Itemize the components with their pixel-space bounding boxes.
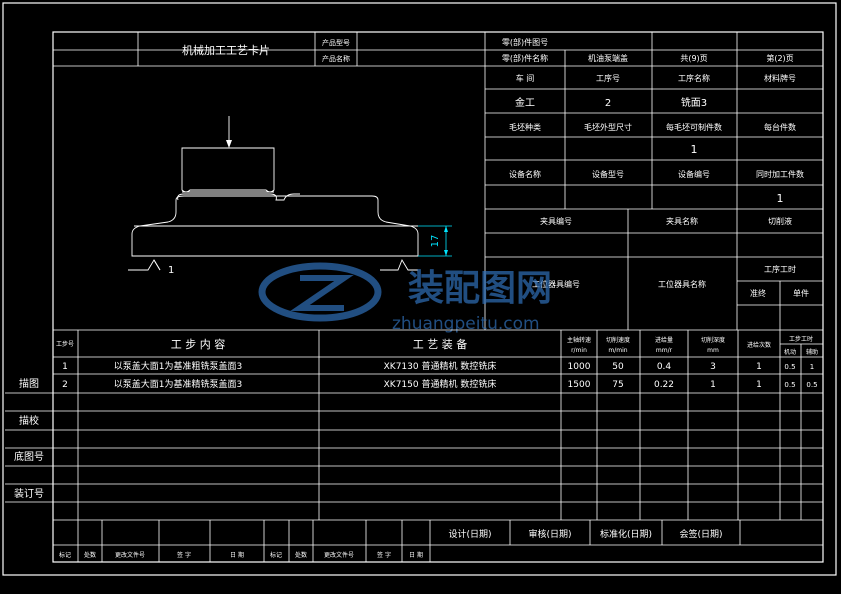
blank-size-label: 毛坯外型尺寸 [584,122,632,132]
cut-speed-unit: m/min [608,347,627,354]
parts-per-blank-value: 1 [691,143,698,156]
workshop-label: 车 间 [516,73,535,83]
footer-standard: 标准化(日期) [600,528,652,540]
step-passes: 1 [756,380,762,390]
footer-date: 日 期 [230,551,244,559]
coolant-label: 切削液 [768,216,792,226]
footer-review: 审核(日期) [528,528,571,540]
equip-name-label: 设备名称 [509,169,541,179]
workshop-value: 金工 [515,96,535,109]
prep-time-label: 准终 [750,288,766,298]
dimension-label: 17 [430,235,441,248]
unit-time-label: 单件 [793,288,809,298]
machine-time-header: 机动 [784,348,796,356]
step-equipment: XK7150 普通精机 数控铣床 [384,378,497,390]
step-passes: 1 [756,362,762,372]
footer-change-doc-2: 更改文件号 [324,551,354,559]
passes-header: 进给次数 [747,341,771,349]
step-equipment-header: 工 艺 装 备 [413,337,468,351]
product-name-label: 产品名称 [322,54,350,63]
step-speed: 1500 [568,380,591,390]
table-row: 2 以泵盖大面1为基准精铣泵盖面3 XK7150 普通精机 数控铣床 1500 … [62,378,817,390]
step-equipment: XK7130 普通精机 数控铣床 [384,360,497,372]
side-label-binding: 装订号 [14,487,44,500]
product-model-label: 产品型号 [322,38,350,47]
table-row: 1 以泵盖大面1为基准粗铣泵盖面3 XK7130 普通精机 数控铣床 1000 … [62,360,814,372]
side-label-check: 描校 [19,414,39,427]
total-pages: 共(9)页 [680,54,707,63]
fixture-no-label: 夹具编号 [540,216,572,226]
depth-unit: mm [707,347,719,354]
watermark-url: zhuangpeitu.com [392,314,540,334]
step-content-header: 工 步 内 容 [171,337,226,351]
equip-model-label: 设备型号 [592,169,624,179]
step-aux-time: 0.5 [806,381,817,389]
side-label-trace: 描图 [19,377,39,390]
step-feed: 0.4 [657,362,672,372]
footer-mark: 标记 [59,551,71,559]
watermark-brand: 装配图网 [408,268,552,309]
blank-type-label: 毛坯种类 [509,122,541,132]
step-cut-speed: 75 [612,380,623,390]
material-label: 材料牌号 [764,73,796,83]
aux-time-header: 辅助 [806,348,818,356]
simul-parts-value: 1 [777,192,784,205]
part-sketch: 17 1 [128,116,452,276]
step-machine-time: 0.5 [784,363,795,371]
watermark: 装配图网 zhuangpeitu.com [258,262,552,334]
op-no-label: 工序号 [596,73,620,83]
page-number: 第(2)页 [766,53,793,63]
step-aux-time: 1 [810,363,814,371]
step-no-header: 工步号 [56,340,74,348]
card-title: 机械加工工艺卡片 [182,43,270,57]
op-name-label: 工序名称 [678,73,710,83]
footer-design: 设计(日期) [448,528,491,540]
footer-change-doc: 更改文件号 [115,551,145,559]
part-name-label: 零(部)件名称 [502,53,548,63]
footer-sign: 会签(日期) [679,528,722,540]
step-machine-time: 0.5 [784,381,795,389]
op-time-label: 工序工时 [764,264,796,274]
inner-frame [52,31,824,563]
parts-per-blank-label: 每毛坯可制件数 [666,122,722,132]
step-content: 以泵盖大面1为基准精铣泵盖面3 [114,378,242,390]
part-name-value: 机油泵端盖 [588,53,628,63]
equip-no-label: 设备编号 [678,169,710,179]
speed-unit: r/min [571,347,587,354]
footer-date-2: 日 期 [409,551,423,559]
step-no: 2 [62,380,68,390]
step-content: 以泵盖大面1为基准粗铣泵盖面3 [114,360,242,372]
step-depth: 3 [710,362,716,372]
tool-name-label: 工位器具名称 [658,279,706,289]
footer-count-2: 处数 [295,551,307,559]
feed-unit: mm/r [656,347,673,354]
datum-label: 1 [168,265,174,276]
part-number-label: 零(部)件图号 [502,37,548,47]
outer-frame [2,2,837,576]
cut-speed-header: 切削速度 [606,336,630,344]
footer-count: 处数 [84,551,96,559]
parts-per-unit-label: 每台件数 [764,122,796,132]
step-speed: 1000 [568,362,591,372]
depth-header: 切削深度 [701,336,725,344]
footer-signature: 签 字 [177,551,191,559]
speed-header: 主轴转速 [567,336,591,344]
step-cut-speed: 50 [612,362,624,372]
simul-parts-label: 同时加工件数 [756,169,804,179]
fixture-name-label: 夹具名称 [666,216,698,226]
footer-mark-2: 标记 [270,551,282,559]
side-label-base-no: 底图号 [14,450,44,463]
footer-signature-2: 签 字 [377,551,391,559]
tool-no-label: 工位器具编号 [532,279,580,289]
step-depth: 1 [710,380,716,390]
feed-header: 进给量 [655,336,673,344]
hours-header: 工步工时 [789,335,813,343]
step-no: 1 [62,362,68,372]
op-name-value: 铣面3 [681,96,707,109]
step-feed: 0.22 [654,380,674,390]
op-no-value: 2 [605,98,611,109]
